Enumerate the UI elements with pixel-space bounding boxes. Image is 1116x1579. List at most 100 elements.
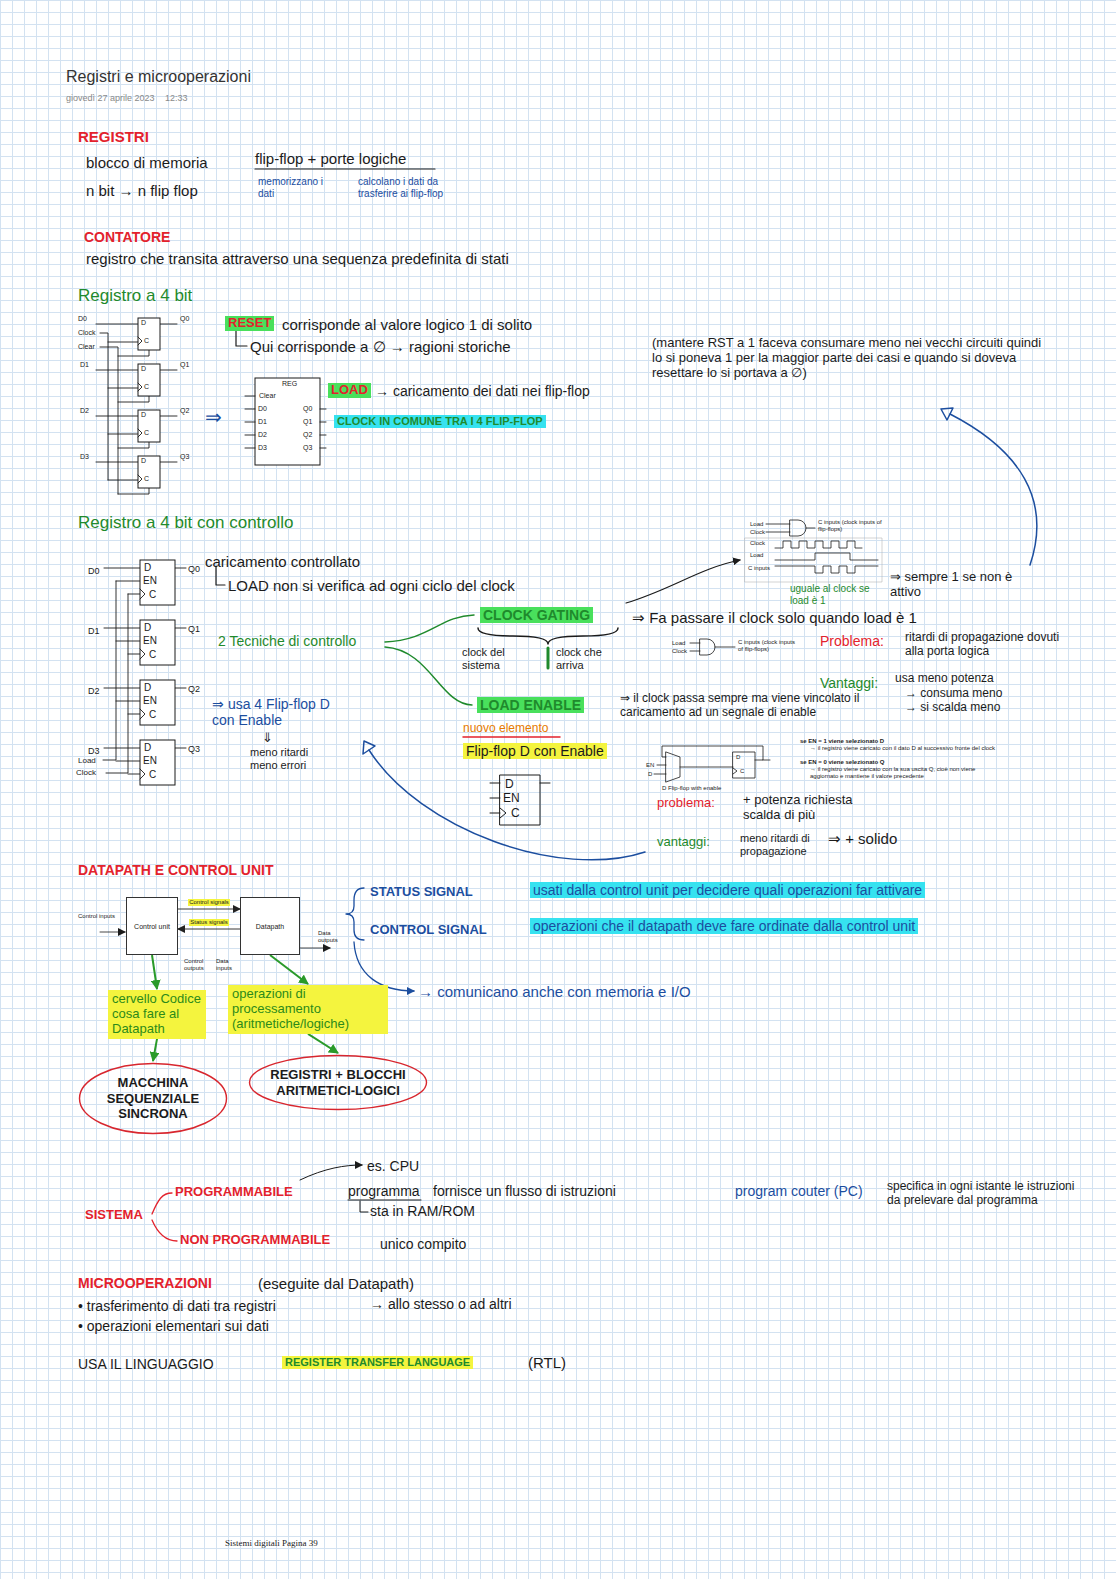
signal-label: Clock <box>78 329 96 337</box>
flip-flop-symbol <box>140 620 175 665</box>
signal-label: Clock <box>750 529 765 536</box>
signal-label: D <box>648 771 652 778</box>
handwritten-note: clock del sistema <box>462 646 518 671</box>
signal-label: C inputs <box>748 565 770 572</box>
section-heading: Vantaggi: <box>820 675 878 691</box>
signal-label: Clock <box>76 768 96 777</box>
handwritten-note: meno ritardi di propagazione <box>740 832 825 857</box>
clock-triangle <box>733 768 737 774</box>
section-heading: problema: <box>657 796 715 811</box>
pin-wire <box>245 435 255 436</box>
section-heading: NON PROGRAMMABILE <box>180 1233 330 1248</box>
branch-line <box>152 1193 172 1214</box>
clock-wire <box>108 480 138 481</box>
output-wire <box>175 568 186 569</box>
pin-wire <box>245 396 255 397</box>
output-wire <box>175 688 186 689</box>
handwritten-note: + potenza richiesta scalda di più <box>743 793 853 823</box>
clock-triangle <box>138 383 142 391</box>
signal-label: Clock <box>672 648 687 655</box>
arrow-line <box>626 560 740 603</box>
signal-label: C <box>144 337 149 345</box>
handwritten-note: unico compito <box>380 1236 466 1252</box>
handwritten-note: ⇒ Fa passare il clock solo quando load è… <box>632 609 917 626</box>
handwritten-note: program couter (PC) <box>735 1183 863 1199</box>
signal-label: D <box>144 742 151 754</box>
pin-wire <box>320 448 326 449</box>
highlighted-note: Flip-flop D con Enable <box>463 743 607 759</box>
data-wire <box>104 628 140 629</box>
signal-label: D <box>736 754 740 761</box>
signal-label: Q2 <box>180 407 189 415</box>
signal-label: D0 <box>88 566 100 576</box>
connector <box>153 1039 157 1061</box>
load-wire <box>116 581 140 582</box>
underline <box>463 736 560 738</box>
signal-label: D3 <box>88 746 100 756</box>
node-text: operazioni di processamento (aritmetiche… <box>232 987 384 1032</box>
pin-wire <box>320 409 326 410</box>
signal-label: EN <box>143 635 157 647</box>
signal-label: Data outputs <box>318 930 348 944</box>
connector <box>308 1034 338 1053</box>
signal-label: C <box>144 429 149 437</box>
signal-label: D <box>144 682 151 694</box>
handwritten-note: CONTROL SIGNAL <box>370 923 487 938</box>
output-wire <box>160 462 177 463</box>
timestamp: 12:33 <box>165 93 188 103</box>
signal-label: D1 <box>80 361 89 369</box>
handwritten-note: usa meno potenza <box>895 672 994 686</box>
signal-label: Q0 <box>303 405 312 413</box>
signal-label: Q0 <box>188 564 200 574</box>
signal-label: C <box>144 475 149 483</box>
signal-label: C inputs (clock inputs of flip-flops) <box>818 519 888 533</box>
signal-label: Q2 <box>188 684 200 694</box>
section-heading: CONTATORE <box>84 229 170 245</box>
signal-label: Sistemi digitali Pagina 39 <box>225 1538 318 1548</box>
highlighted-note: operazioni che il datapath deve fare ord… <box>530 918 918 934</box>
flip-flop-symbol <box>138 364 160 396</box>
handwritten-note: ⇒ usa 4 Flip-flop D con Enable <box>212 696 352 728</box>
signal-label: D <box>144 562 151 574</box>
bracket-line <box>385 615 474 642</box>
clear-wire <box>118 442 149 448</box>
signal-label: D0 <box>78 315 87 323</box>
signal-label: D2 <box>88 686 100 696</box>
handwritten-note: D <box>505 778 514 792</box>
wire <box>654 774 666 775</box>
signal-label: D <box>141 319 146 327</box>
highlight-band: operazioni di processamento (aritmetiche… <box>228 985 388 1034</box>
clock-waveform <box>775 541 862 548</box>
clock-triangle <box>138 475 142 483</box>
signal-label: D1 <box>258 418 267 426</box>
clock-wire <box>128 774 140 775</box>
arrow-line <box>300 948 330 949</box>
handwritten-note: C <box>511 807 520 821</box>
bracket-line <box>385 647 472 705</box>
signal-label: D0 <box>258 405 267 413</box>
signal-label: C <box>149 649 156 661</box>
signal-label: Clear <box>78 343 95 351</box>
data-wire <box>96 370 138 371</box>
pin-wire <box>245 422 255 423</box>
data-wire <box>96 416 138 417</box>
data-wire <box>104 688 140 689</box>
section-heading: 2 Tecniche di controllo <box>218 633 356 649</box>
pin-wire <box>490 798 500 799</box>
pin-wire <box>490 783 500 784</box>
pin-wire <box>245 448 255 449</box>
gated-waveform <box>775 566 878 573</box>
handwritten-note: ⇓ <box>262 731 273 746</box>
handwritten-note: ⇒ il clock passa sempre ma viene vincola… <box>620 692 895 720</box>
underline <box>255 168 435 169</box>
signal-label: se EN = 0 viene selezionato Q <box>800 759 885 766</box>
and-gate <box>700 639 715 655</box>
output-wire <box>160 416 177 417</box>
clock-wire <box>128 714 140 715</box>
flip-flop-symbol <box>140 560 175 605</box>
node-text: REGISTRI + BLOCCHI ARITMETICI-LOGICI <box>270 1067 406 1098</box>
handwritten-note: nuovo elemento <box>463 722 548 736</box>
handwritten-note: STATUS SIGNAL <box>370 885 473 900</box>
wire <box>680 767 733 768</box>
